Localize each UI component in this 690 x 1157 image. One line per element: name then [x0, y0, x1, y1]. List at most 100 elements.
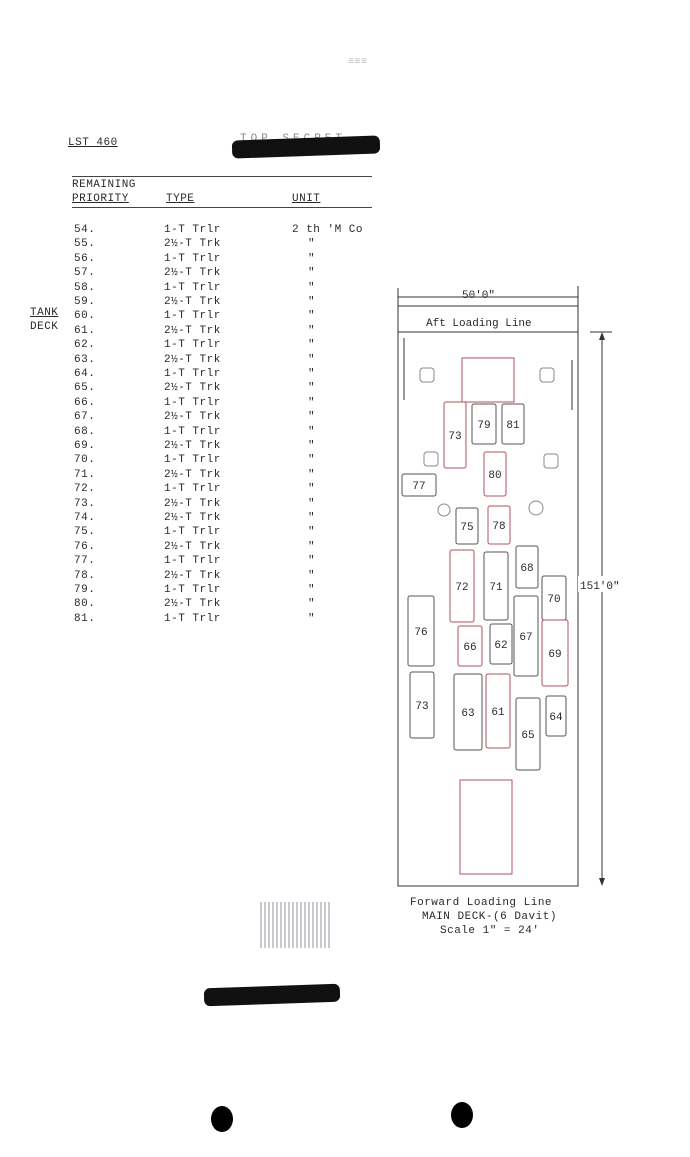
row-unit: " — [308, 454, 316, 467]
fixture-box — [543, 453, 559, 469]
vehicle-number: 65 — [521, 730, 534, 742]
document-id: LST 460 — [68, 137, 118, 149]
row-type: 2½-T Trk — [164, 468, 221, 481]
row-unit: " — [308, 252, 316, 265]
vehicle-outline — [401, 473, 437, 497]
vehicle-outline — [513, 595, 539, 677]
row-priority: 59. — [74, 296, 96, 308]
row-type: 1-T Trlr — [164, 612, 221, 625]
row-unit: " — [308, 267, 316, 280]
row-priority: 65. — [74, 382, 96, 395]
row-unit: " — [308, 296, 316, 308]
row-unit: " — [308, 339, 316, 352]
row-unit: " — [308, 382, 316, 395]
row-priority: 61. — [74, 324, 96, 337]
row-type: 2½-T Trk — [164, 267, 221, 280]
redaction-bar-top — [231, 135, 381, 159]
scale-caption: Scale 1" = 24' — [440, 925, 540, 937]
row-type: 1-T Trlr — [164, 454, 221, 467]
vehicle-number: 68 — [520, 563, 533, 575]
vehicle-number: 71 — [489, 582, 503, 594]
row-type: 2½-T Trk — [164, 569, 221, 582]
length-arrow-bottom — [599, 878, 605, 886]
table-row: 80.2½-T Trk" — [0, 598, 380, 612]
row-priority: 72. — [74, 483, 96, 496]
row-type: 1-T Trlr — [164, 281, 221, 294]
row-type: 1-T Trlr — [164, 368, 221, 380]
row-unit: " — [308, 310, 316, 323]
table-row: 63. 2½-T Trk " — [0, 354, 380, 368]
row-unit: " — [308, 411, 316, 424]
table-header-rule — [72, 207, 372, 208]
table-row: 81.1-T Trlr" — [0, 613, 380, 627]
row-priority: 81. — [74, 612, 96, 625]
row-type: 2½-T Trk — [164, 324, 221, 337]
col-header-unit: UNIT — [292, 193, 321, 205]
row-type: 2½-T Trk — [164, 540, 221, 553]
length-label: 151'0" — [580, 581, 620, 593]
row-type: 2½-T Trk — [164, 382, 221, 395]
table-row: 76. 2½-T Trk " — [0, 541, 380, 555]
row-unit: " — [308, 512, 316, 524]
row-unit: " — [308, 440, 316, 452]
vehicle-number: 64 — [549, 712, 563, 724]
vehicle-number: 79 — [477, 420, 490, 432]
row-priority: 68. — [74, 425, 96, 438]
table-row: 56.1-T Trlr" — [0, 253, 380, 267]
row-unit: " — [308, 324, 316, 337]
row-priority: 64. — [74, 368, 96, 380]
row-type: 1-T Trlr — [164, 224, 221, 236]
margin-note-tank: TANK — [30, 307, 59, 319]
vehicle-outline — [407, 595, 435, 667]
vehicle-number: 81 — [506, 420, 520, 432]
row-priority: 62. — [74, 339, 96, 352]
forward-loading-label: Forward Loading Line — [410, 897, 553, 909]
row-unit: " — [308, 598, 316, 611]
col-header-priority: PRIORITY — [72, 193, 129, 205]
row-type: 2½-T Trk — [164, 440, 221, 452]
row-type: 1-T Trlr — [164, 584, 221, 596]
row-type: 1-T Trlr — [164, 425, 221, 438]
row-type: 2½-T Trk — [164, 411, 221, 424]
row-unit: " — [308, 540, 316, 553]
row-priority: 66. — [74, 396, 96, 409]
table-row: 73.2½-T Trk" — [0, 498, 380, 512]
vehicle-number: 76 — [414, 627, 427, 639]
vehicle-outline — [489, 623, 513, 665]
row-unit: " — [308, 569, 316, 582]
row-priority: 56. — [74, 252, 96, 265]
row-type: 2½-T Trk — [164, 353, 221, 366]
row-priority: 77. — [74, 555, 96, 568]
row-type: 1-T Trlr — [164, 396, 221, 409]
vehicle-number: 77 — [412, 481, 425, 493]
vehicle-number: 66 — [463, 642, 476, 654]
row-unit: " — [308, 584, 316, 596]
table-row: 57.2½-T Trk" — [0, 267, 380, 281]
row-unit: " — [308, 353, 316, 366]
row-type: 1-T Trlr — [164, 339, 221, 352]
vehicle-number: 69 — [548, 649, 561, 661]
table-row: 69.2½-T Trk" — [0, 440, 380, 454]
vehicle-outline — [541, 619, 569, 687]
row-type: 1-T Trlr — [164, 310, 221, 323]
row-unit: " — [308, 526, 316, 539]
table-row: 55.2½-T Trk" — [0, 238, 380, 252]
row-unit: " — [308, 483, 316, 496]
table-row: 78.2½-T Trk" — [0, 570, 380, 584]
table-row: 66.1-T Trlr" — [0, 397, 380, 411]
length-label-bg — [578, 576, 648, 592]
row-unit: " — [308, 281, 316, 294]
row-unit: " — [308, 238, 316, 251]
row-priority: 76. — [74, 540, 96, 553]
row-priority: 54. — [74, 224, 96, 236]
vehicle-outline — [483, 551, 509, 621]
row-priority: 63. — [74, 353, 96, 366]
row-type: 2½-T Trk — [164, 512, 221, 524]
vehicle-number: 80 — [488, 470, 501, 482]
vehicle-outline — [471, 403, 497, 445]
row-priority: 71. — [74, 468, 96, 481]
table-row: 70.1-T Trlr" — [0, 454, 380, 468]
table-row: 72. 1-T Trlr " — [0, 483, 380, 497]
row-type: 1-T Trlr — [164, 483, 221, 496]
